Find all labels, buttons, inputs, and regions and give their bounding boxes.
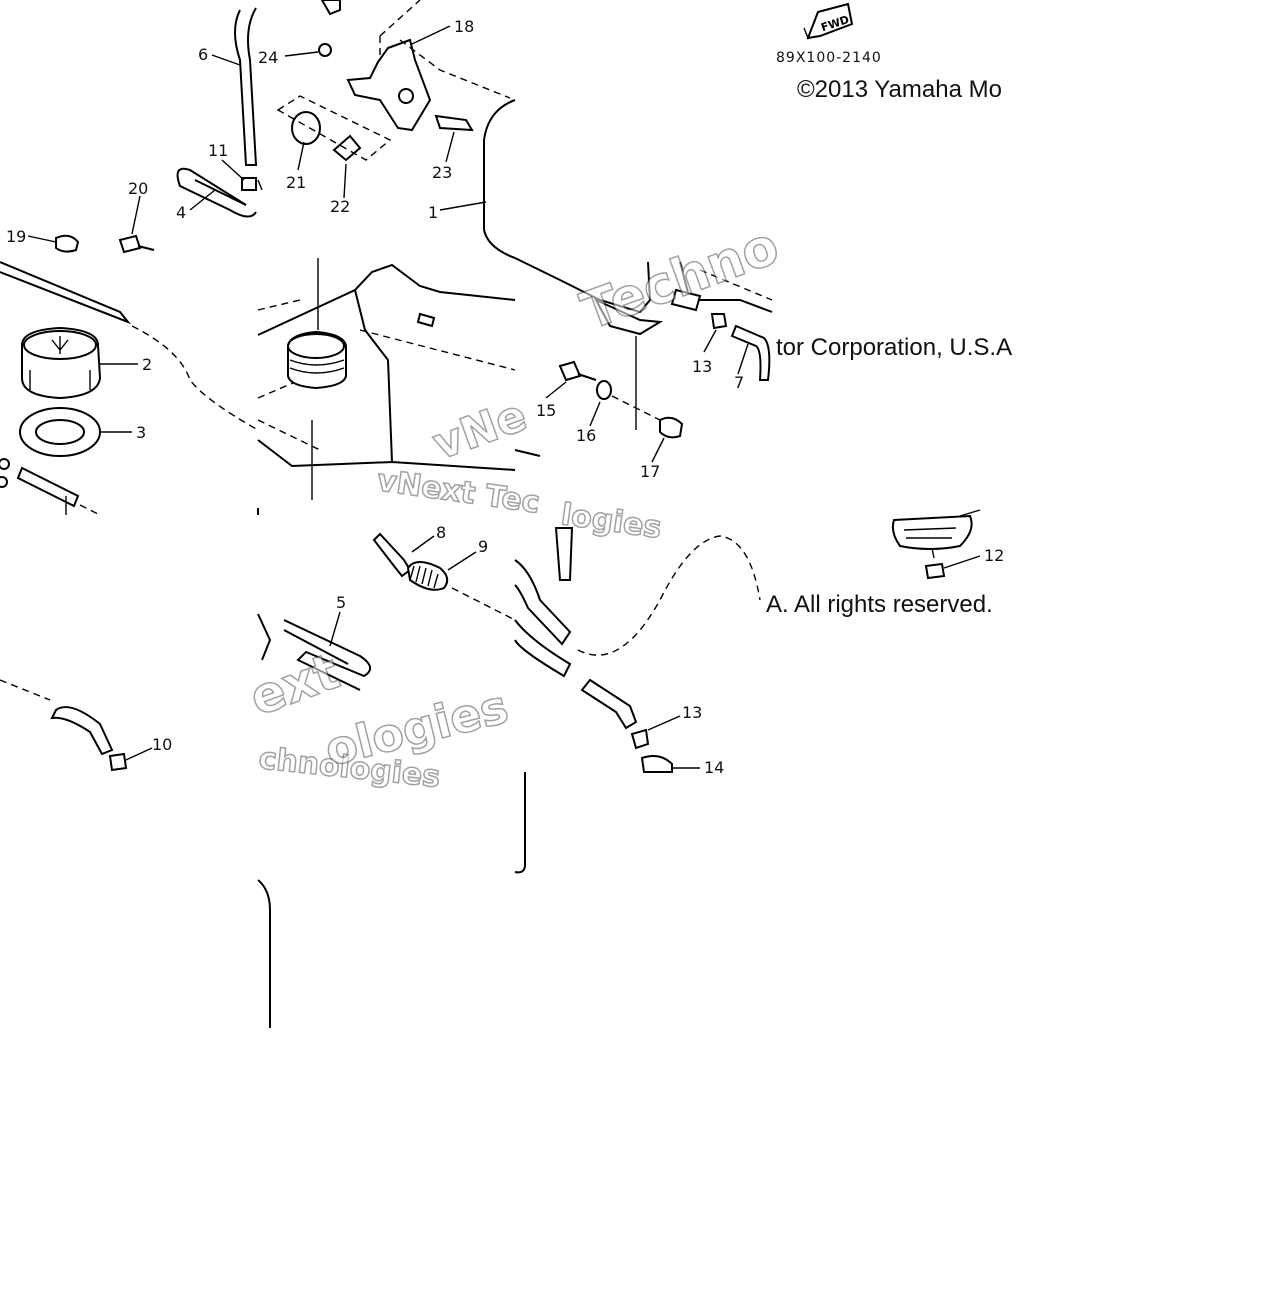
part-7-hose	[730, 324, 771, 381]
part-3-gasket	[19, 407, 101, 457]
callout-13-lower: 13	[682, 703, 702, 722]
part-20-bolt	[118, 234, 142, 254]
part-13-clip-upper	[710, 313, 728, 330]
part-21-grommet	[291, 111, 321, 145]
callout-1: 1	[428, 203, 438, 222]
lower-tank-edge	[514, 772, 526, 874]
curved-hose-lower	[514, 619, 572, 678]
callout-2: 2	[142, 355, 152, 374]
watermark-2: vNe	[426, 390, 533, 471]
tile-top-left	[27, 7, 258, 254]
part-6-hose	[234, 7, 258, 166]
part-22-collar	[332, 134, 362, 162]
part-23-bolt	[434, 114, 474, 132]
callout-19: 19	[6, 227, 26, 246]
tank-stud	[416, 312, 436, 328]
hose-13-lower	[580, 678, 638, 730]
callout-18: 18	[454, 17, 474, 36]
callout-8: 8	[436, 523, 446, 542]
watermarks: Techno vNe vNext Tec logies ext chnologi…	[242, 215, 788, 796]
part-2-fuel-cap	[21, 326, 102, 400]
part-11-fitting	[241, 177, 257, 191]
part-13-clip-lower	[630, 728, 650, 750]
callout-20: 20	[128, 179, 148, 198]
callout-16: 16	[576, 426, 596, 445]
callout-10: 10	[152, 735, 172, 754]
lower-left-edge	[257, 879, 271, 1028]
part-10-clip	[108, 752, 128, 772]
callout-labels: 6 24 18 11 20 4 19 21 22 23 1 2 3 13 7 1…	[6, 17, 1004, 777]
tile-mid-left	[0, 261, 259, 516]
curved-hose-upper	[514, 559, 572, 646]
tile-top-center	[257, 0, 516, 259]
part-19-grommet	[55, 234, 80, 253]
tank-filler-neck	[287, 330, 347, 390]
callout-23: 23	[432, 163, 452, 182]
part-9-filter	[406, 561, 449, 591]
tile-center-tank	[257, 258, 516, 515]
part-10-hose	[50, 706, 114, 756]
part-15-screw	[558, 360, 582, 382]
watermark-1: Techno	[574, 216, 787, 342]
part-1-tank-edge	[483, 99, 516, 259]
part-12-clip	[924, 562, 946, 580]
tile-far-right	[891, 509, 981, 580]
callout-21: 21	[286, 173, 306, 192]
callout-4: 4	[176, 203, 186, 222]
vertical-pipe	[554, 527, 574, 581]
part-24-clip	[318, 43, 332, 57]
watermark-3: vNext Tec	[375, 463, 542, 520]
top-bolt	[320, 0, 341, 16]
tile-bottom-right-center	[514, 527, 761, 773]
part-17-grommet	[659, 416, 684, 439]
callout-14: 14	[704, 758, 724, 777]
short-hose	[16, 466, 80, 508]
tank-flange	[514, 257, 652, 314]
callout-11: 11	[208, 141, 228, 160]
copyright-line-1: ©2013 Yamaha Mo	[797, 76, 1002, 103]
callout-17: 17	[640, 462, 660, 481]
callout-22: 22	[330, 197, 350, 216]
callout-3: 3	[136, 423, 146, 442]
callout-15: 15	[536, 401, 556, 420]
part-5-hose	[283, 619, 371, 691]
callout-7: 7	[734, 373, 744, 392]
upper-hose	[0, 261, 132, 325]
fwd-arrow-icon: FWD	[803, 2, 854, 40]
callout-9: 9	[478, 537, 488, 556]
callout-6: 6	[198, 45, 208, 64]
watermark-4: logies	[559, 497, 664, 546]
callout-5: 5	[336, 593, 346, 612]
callout-24: 24	[258, 48, 278, 67]
tank-top-edge	[257, 263, 516, 336]
tile-bottom-center	[257, 532, 516, 691]
tile-bottom-left	[0, 679, 153, 772]
part-16-washer	[596, 380, 612, 400]
copyright-line-2: tor Corporation, U.S.A	[776, 334, 1012, 361]
tile-mid-right	[514, 257, 773, 463]
part-4-hose	[176, 167, 257, 218]
part-8-hose	[372, 532, 412, 578]
diagram-code: 89X100-2140	[776, 50, 882, 66]
callout-12: 12	[984, 546, 1004, 565]
callout-13-upper: 13	[692, 357, 712, 376]
part-14-fitting	[640, 755, 673, 773]
copyright-line-3: A. All rights reserved.	[766, 591, 993, 618]
fuel-filter-bottom	[891, 514, 973, 550]
watermark-5: ext	[242, 642, 346, 727]
part-18-bracket	[346, 38, 432, 132]
